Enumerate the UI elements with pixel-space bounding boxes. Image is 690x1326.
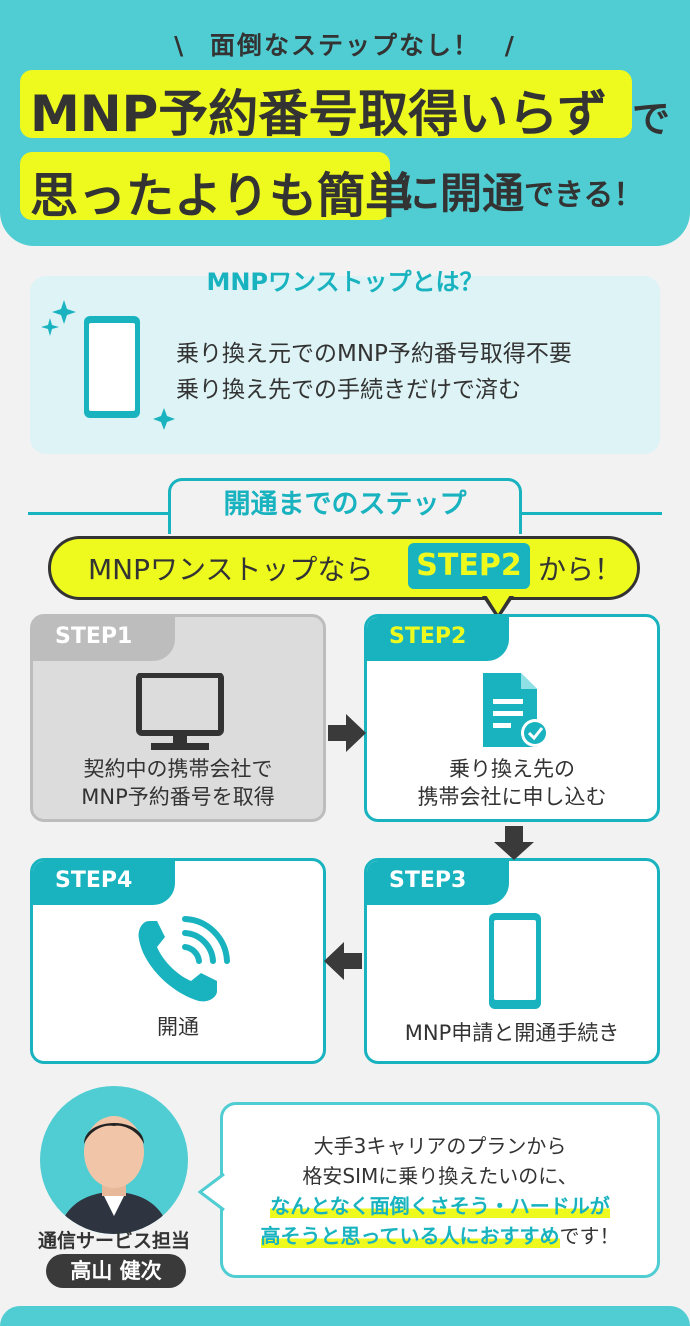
headline2-highlight-text: 思ったよりも簡単 <box>30 168 414 224</box>
headline2-rest: できる！ <box>524 178 644 213</box>
step4-card: STEP4 開通 <box>30 858 326 1064</box>
phone-call-icon <box>138 916 230 1002</box>
headline2-highlight <box>20 152 390 220</box>
advisor-name: 高山 健次 <box>46 1254 186 1288</box>
headline1-highlight-text: MNP予約番号取得いらず <box>30 85 608 143</box>
person-portrait-icon <box>58 1116 170 1234</box>
step4-line1: 開通 <box>157 1015 199 1039</box>
step2-tab <box>367 617 509 661</box>
bubble-tail-fill <box>486 595 510 614</box>
step3-line1: MNP申請と開通手続き <box>404 1021 620 1045</box>
step2-line2: 携帯会社に申し込む <box>417 785 607 809</box>
document-check-icon <box>483 673 549 747</box>
step1-line2: MNP予約番号を取得 <box>81 785 275 809</box>
advisor-role: 通信サービス担当 <box>37 1230 190 1252</box>
bubble-step-badge: STEP2 <box>408 543 530 589</box>
step3-label: STEP3 <box>389 868 467 893</box>
onestop-title: MNPワンストップとは？ <box>206 268 484 296</box>
headline1-rest: で <box>632 97 671 141</box>
steps-title-frame <box>168 478 522 534</box>
onestop-line1: 乗り換え元でのMNP予約番号取得不要 <box>176 341 572 367</box>
speech-tail <box>198 1172 225 1212</box>
headline2-mid: に開通 <box>398 169 525 218</box>
speech-line4-strong: 高そうと思っている人におすすめ <box>260 1224 560 1248</box>
phone-sparkle-icon <box>41 300 175 430</box>
step1-label: STEP1 <box>55 624 133 649</box>
bubble-text-post: から！ <box>538 553 623 586</box>
monitor-icon <box>136 673 224 750</box>
headline1-highlight <box>20 70 632 138</box>
advisor-avatar <box>40 1086 188 1234</box>
bubble-text-pre: MNPワンストップなら <box>88 553 374 586</box>
step2-label: STEP2 <box>389 624 467 649</box>
speech-line2: 格安SIMに乗り換えたいのに、 <box>302 1164 578 1188</box>
arrow-right-icon <box>328 714 366 752</box>
step4-tab <box>33 861 175 905</box>
tagline-slash-right: / <box>504 31 516 60</box>
callout-bubble <box>48 536 640 600</box>
step1-tab <box>33 617 175 661</box>
speech-line1: 大手3キャリアのプランから <box>313 1134 567 1158</box>
step2-line1: 乗り換え先の <box>449 757 575 781</box>
step1-line1: 契約中の携帯会社で <box>83 757 273 781</box>
speech-line3: なんとなく面倒くさそう・ハードルが <box>270 1194 610 1218</box>
onestop-line2: 乗り換え先での手続きだけで済む <box>176 377 521 403</box>
arrow-left-icon <box>324 942 362 980</box>
divider-left <box>28 512 170 515</box>
steps-title: 開通までのステップ <box>223 489 467 520</box>
footer-strip <box>0 1306 690 1326</box>
speech-line4-rest: です！ <box>559 1224 620 1248</box>
tagline: \ 面倒なステップなし！ / <box>0 26 690 62</box>
step2-card: STEP2 乗り換え先の 携帯会社に申し込む <box>364 614 660 822</box>
arrow-down-icon <box>494 826 534 860</box>
tagline-text: 面倒なステップなし！ <box>209 31 480 60</box>
advisor-speech-bubble <box>220 1102 660 1278</box>
step1-card: STEP1 契約中の携帯会社で MNP予約番号を取得 <box>30 614 326 822</box>
step3-card: STEP3 MNP申請と開通手続き <box>364 858 660 1064</box>
step4-label: STEP4 <box>55 868 133 893</box>
step3-tab <box>367 861 509 905</box>
tagline-slash-left: \ <box>174 31 186 60</box>
divider-right <box>520 512 662 515</box>
smartphone-icon <box>489 913 541 1009</box>
